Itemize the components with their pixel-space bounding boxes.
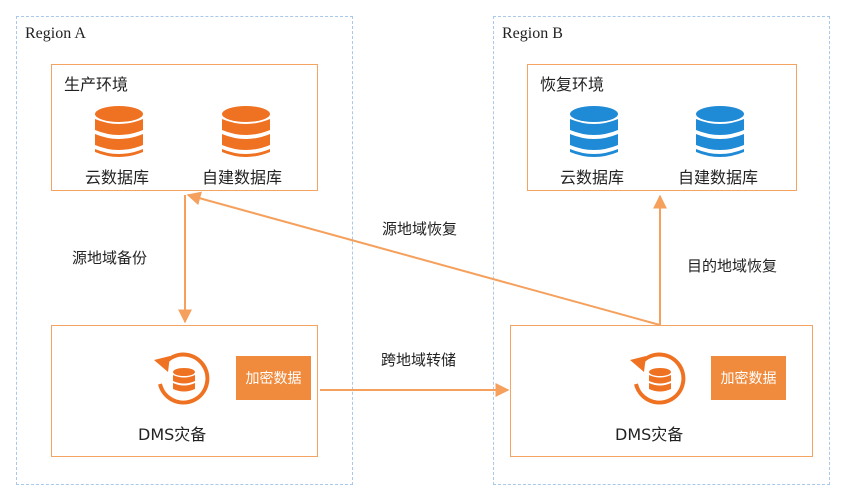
cloud-database-icon (570, 106, 618, 157)
dms-disaster-recovery-a: 加密数据 DMS灾备 (51, 325, 318, 457)
self-built-database-icon (222, 106, 270, 157)
source-recovery-label: 源地域恢复 (382, 220, 458, 238)
region-a-title: Region A (25, 25, 86, 42)
recovery-environment-title: 恢复环境 (540, 75, 605, 94)
production-environment-title: 生产环境 (64, 75, 129, 94)
dms-a-label: DMS灾备 (138, 425, 207, 444)
production-environment-box: 生产环境 云数据库 自建数据库 (51, 64, 318, 191)
dms-backup-icon (630, 352, 686, 405)
encrypted-data-badge: 加密数据 (711, 356, 786, 400)
cross-region-dump-label: 跨地域转储 (381, 351, 457, 369)
region-b-container: Region B (493, 16, 830, 485)
production-cloud-db-label: 云数据库 (85, 168, 150, 187)
recovery-self-built-db-label: 自建数据库 (678, 168, 759, 187)
dms-b-label: DMS灾备 (615, 425, 684, 444)
recovery-cloud-db-label: 云数据库 (560, 168, 625, 187)
self-built-database-icon (696, 106, 744, 157)
dms-disaster-recovery-b: 加密数据 DMS灾备 (510, 325, 813, 457)
recovery-environment-box: 恢复环境 云数据库 自建数据库 (527, 64, 797, 191)
target-recovery-label: 目的地域恢复 (687, 257, 778, 275)
cloud-database-icon (95, 106, 143, 157)
source-backup-label: 源地域备份 (72, 249, 148, 267)
dms-backup-icon (154, 352, 210, 405)
encrypted-data-badge: 加密数据 (236, 356, 311, 400)
region-a-container: Region A (16, 16, 353, 485)
region-b-title: Region B (502, 25, 563, 42)
production-self-built-db-label: 自建数据库 (202, 168, 283, 187)
source-recovery-arrow (186, 191, 661, 326)
